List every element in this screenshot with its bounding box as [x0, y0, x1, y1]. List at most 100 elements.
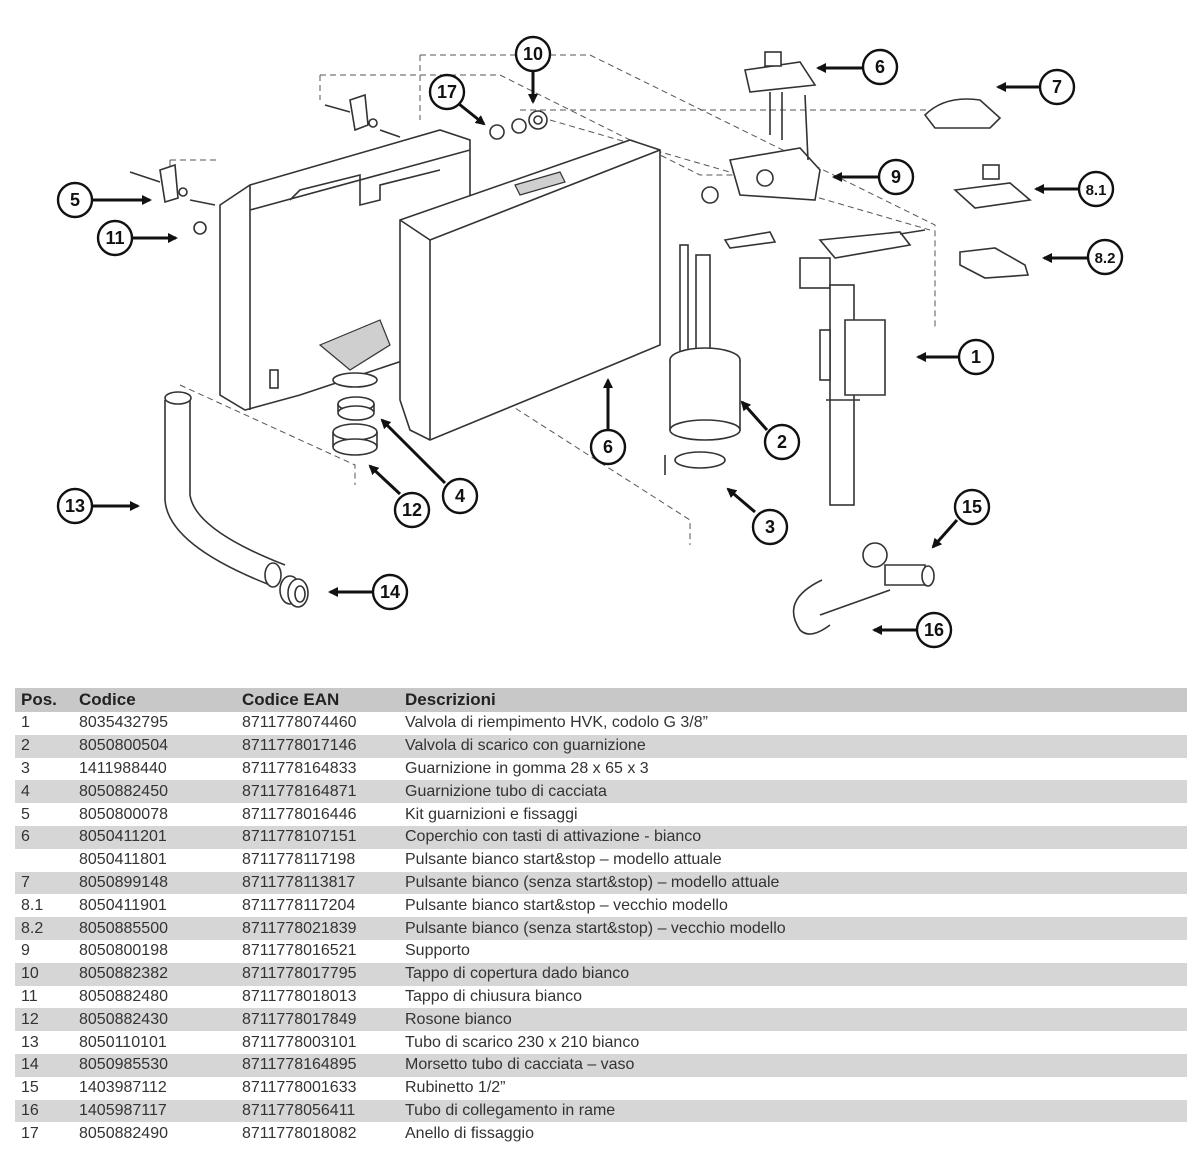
cell-ean: 8711778018082: [242, 1124, 357, 1142]
gaskets: [332, 372, 378, 456]
callout-2: 2: [763, 423, 801, 461]
cell-description: Guarnizione in gomma 28 x 65 x 3: [405, 759, 649, 777]
cell-description: Pulsante bianco (senza start&stop) – mod…: [399, 871, 1187, 895]
callout-11: 11: [96, 219, 134, 257]
cell-description: Tubo di scarico 230 x 210 bianco: [405, 1033, 640, 1051]
svg-text:11: 11: [105, 228, 124, 248]
cell-ean: 8711778164833: [242, 759, 357, 777]
svg-text:5: 5: [70, 190, 80, 210]
table-header-row: Pos. Codice Codice EAN Descrizioni: [15, 688, 1187, 712]
cell-ean: 8711778164895: [236, 1053, 399, 1077]
cell-ean: 8711778018013: [242, 987, 357, 1005]
cell-pos: 4: [15, 780, 73, 804]
cell-ean: 8711778017795: [236, 962, 399, 986]
cell-pos: 17: [21, 1124, 39, 1142]
wall-fixings: [129, 93, 401, 235]
svg-text:14: 14: [380, 582, 400, 602]
push-button-top: [744, 51, 817, 161]
cell-code: 8050985530: [73, 1053, 236, 1077]
cell-code: 8050110101: [79, 1033, 167, 1051]
callout-16: 16: [915, 611, 953, 649]
header-code: Codice: [73, 688, 236, 712]
flush-valve: [664, 244, 741, 475]
callout-10: 10: [514, 35, 552, 73]
push-button-8-1: [953, 164, 1032, 209]
callout-17: 17: [428, 73, 466, 111]
cell-description: Pulsante bianco (senza start&stop) – vec…: [399, 917, 1187, 940]
svg-text:15: 15: [962, 497, 982, 517]
callout-9: 9: [877, 158, 915, 196]
support-bracket: [701, 147, 821, 249]
cell-pos: 6: [15, 825, 73, 849]
table-row: 17 8050882490 8711778018082 Anello di fissa…: [15, 1122, 1187, 1145]
cell-ean: 8711778056411: [236, 1099, 399, 1123]
cell-code: 8050882382: [73, 962, 236, 986]
exploded-diagram-svg: 1 2 3 4 5 6 6 7 8.1 8.2 9 10 11 12 13 14…: [56, 35, 1124, 649]
cell-pos: 10: [15, 962, 73, 986]
cell-ean: 8711778107151: [236, 825, 399, 849]
cell-pos: 3: [21, 759, 30, 777]
cell-code: 1405987117: [73, 1099, 236, 1123]
svg-text:8.1: 8.1: [1086, 182, 1107, 199]
callout-4: 4: [441, 477, 479, 515]
callout-14: 14: [371, 573, 409, 611]
header-pos: Pos.: [15, 688, 73, 712]
svg-text:7: 7: [1052, 77, 1062, 97]
header-description: Descrizioni: [399, 688, 1187, 712]
cell-code: 8050899148: [73, 871, 236, 895]
cell-ean: 8711778117198: [242, 851, 356, 869]
cell-code: 8050882490: [79, 1124, 168, 1142]
exploded-diagram: 1 2 3 4 5 6 6 7 8.1 8.2 9 10 11 12 13 14…: [56, 35, 1124, 649]
cell-pos: 8.1: [21, 896, 44, 914]
callout-6-cover: 6: [589, 428, 627, 466]
cell-pos: 7: [15, 871, 73, 895]
cell-code: 8050411201: [73, 825, 236, 849]
callout-arrows: [92, 63, 1088, 635]
cell-code: 1403987112: [79, 1079, 167, 1097]
cell-code: 8050411901: [79, 896, 167, 914]
table-row: 3 1411988440 8711778164833 Guarnizione in g…: [15, 758, 1187, 781]
svg-text:6: 6: [875, 57, 885, 77]
cell-pos: 9: [21, 942, 30, 960]
cell-ean: 8711778017849: [236, 1008, 399, 1032]
cell-pos: 1: [21, 714, 30, 732]
callout-8-1: 8.1: [1077, 170, 1115, 208]
cell-description: Rubinetto 1/2”: [405, 1079, 506, 1097]
cell-code: 1411988440: [79, 759, 167, 777]
callout-5: 5: [56, 181, 94, 219]
cell-description: Rosone bianco: [399, 1008, 1187, 1032]
cell-pos: 16: [15, 1099, 73, 1123]
cell-ean: 8711778074460: [242, 714, 357, 732]
cell-code: 8050885500: [73, 917, 236, 940]
callout-3: 3: [751, 508, 789, 546]
cell-pos: 5: [21, 805, 30, 823]
cell-ean: 8711778016521: [242, 942, 357, 960]
cell-description: Morsetto tubo di cacciata – vaso: [399, 1053, 1187, 1077]
cell-pos: 14: [15, 1053, 73, 1077]
cell-pos: 2: [15, 734, 73, 758]
cell-pos: 11: [21, 987, 38, 1005]
svg-text:12: 12: [402, 500, 422, 520]
cell-pos: 8.2: [15, 917, 73, 940]
cell-description: Anello di fissaggio: [405, 1124, 534, 1142]
svg-text:3: 3: [765, 517, 775, 537]
cell-description: Pulsante bianco start&stop – modello att…: [405, 851, 722, 869]
svg-text:2: 2: [777, 432, 787, 452]
fill-valve: [799, 229, 926, 506]
svg-text:16: 16: [924, 620, 944, 640]
callout-7: 7: [1038, 68, 1076, 106]
cell-description: Valvola di scarico con guarnizione: [399, 734, 1187, 758]
